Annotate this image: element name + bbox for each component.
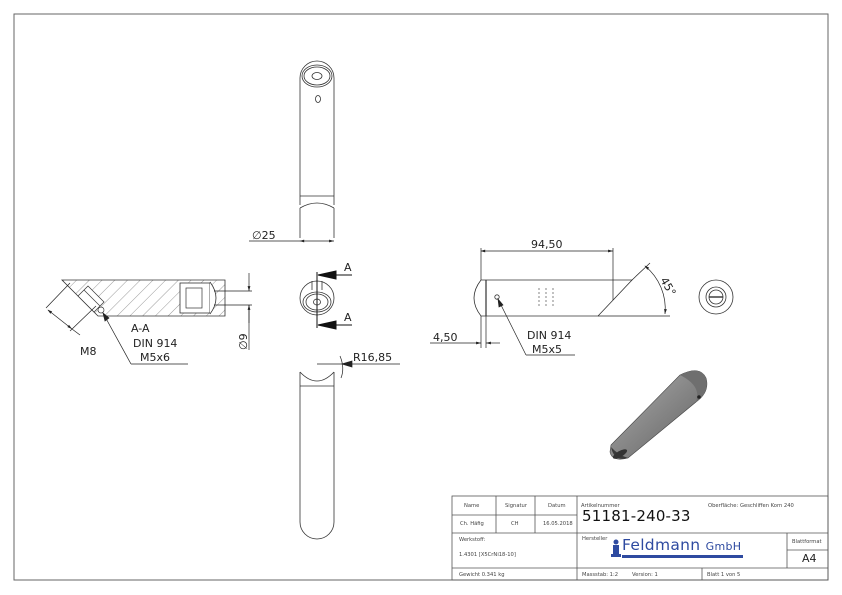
diameter-9-label: ∅9 [237, 333, 250, 350]
logo-figure-icon [611, 539, 621, 557]
angle-dimension [598, 262, 670, 317]
end-view-right [698, 279, 734, 315]
side-view [473, 279, 633, 317]
screw-leader-right [497, 297, 575, 356]
material-value: 1.4301 [X5CrNi18-10] [459, 552, 516, 558]
length-dimension [480, 248, 614, 300]
section-marker-top: A [344, 261, 352, 274]
section-marker-bottom: A [344, 311, 352, 324]
article-number: 51181-240-33 [582, 507, 691, 525]
date-header: Datum [548, 503, 566, 509]
name-header: Name [464, 503, 480, 509]
surface-label: Oberfläche: [708, 503, 739, 509]
surface-value: Geschliffen Korn 240 [740, 503, 794, 509]
radius-dimension [317, 355, 400, 379]
diameter-9-dimension [214, 273, 252, 350]
screw-note-right-line1: DIN 914 [527, 329, 571, 342]
scale-value: Massstab: 1:2 [582, 572, 619, 578]
length-label: 94,50 [531, 238, 563, 251]
section-label: A-A [131, 322, 150, 335]
offset-label: 4,50 [433, 331, 458, 344]
drawing-date: 16.05.2018 [543, 521, 573, 527]
drafter-signature: CH [511, 521, 519, 527]
offset-dimension [430, 316, 500, 348]
isometric-view [609, 370, 708, 460]
format-value: A4 [802, 552, 817, 565]
screw-note-left-line2: M5x6 [140, 351, 170, 364]
diameter-25-label: ∅25 [252, 229, 276, 242]
thread-m8-dimension [45, 282, 97, 336]
title-block-frame [451, 495, 829, 581]
sheet-number: Blatt 1 von 5 [707, 572, 741, 578]
top-view [299, 60, 335, 238]
format-label: Blattformat [792, 539, 822, 545]
screw-leader-left [102, 312, 188, 365]
section-view-a-a [61, 279, 226, 317]
signature-header: Signatur [505, 503, 527, 509]
section-line-a [316, 270, 352, 330]
sheet-border [13, 13, 829, 581]
bottom-view [299, 371, 335, 540]
version-value: Version: 1 [632, 572, 658, 578]
title-block: Name Signatur Datum Artikelnummer Oberfl… [452, 496, 828, 580]
radius-label: R16,85 [353, 351, 392, 364]
drafter-name: Ch. Häfig [460, 521, 484, 527]
material-label: Werkstoff: [459, 537, 486, 543]
manufacturer-label: Hersteller [582, 536, 608, 542]
screw-note-right-line2: M5x5 [532, 343, 562, 356]
logo-wordmark: Feldmann GmbH [622, 536, 742, 554]
screw-note-left-line1: DIN 914 [133, 337, 177, 350]
thread-m8-label: M8 [80, 345, 97, 358]
feldmann-logo: Feldmann GmbH [611, 536, 771, 563]
article-number-header: Artikelnummer [581, 503, 620, 509]
weight-value: Gewicht 0.341 kg [459, 572, 505, 578]
logo-underline-bar [622, 555, 743, 558]
angle-label: 45° [657, 275, 678, 298]
